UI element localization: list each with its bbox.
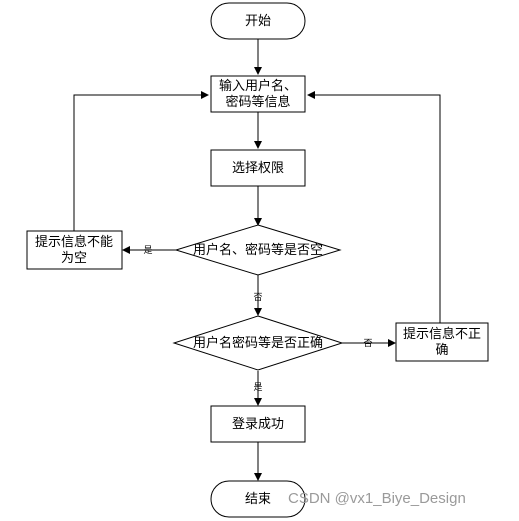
wrong-msg-label-line1: 提示信息不正 <box>403 326 481 342</box>
watermark: CSDN @vx1_Biye_Design <box>288 490 466 507</box>
input-label-line2: 密码等信息 <box>225 94 290 110</box>
end-label: 结束 <box>245 492 271 507</box>
success-box <box>210 405 306 443</box>
success-label: 登录成功 <box>232 417 284 432</box>
start-terminal <box>210 2 306 40</box>
empty-msg-box <box>26 230 123 270</box>
edge-label-correct-yes: 是 <box>253 382 262 393</box>
end-terminal <box>210 480 306 518</box>
start-label: 开始 <box>245 14 271 29</box>
check-correct-decision <box>172 315 344 371</box>
wrong-msg-box <box>395 322 489 362</box>
edge-label-correct-no: 否 <box>363 338 372 349</box>
select-label: 选择权限 <box>232 160 284 176</box>
edge-empty-msg-back <box>73 91 209 231</box>
edge-label-empty-no: 否 <box>253 292 262 303</box>
edge-label-empty-yes: 是 <box>143 245 152 256</box>
check-empty-label: 用户名、密码等是否空 <box>193 242 323 258</box>
check-correct-label: 用户名密码等是否正确 <box>193 335 323 351</box>
empty-msg-label-line1: 提示信息不能 <box>35 234 113 250</box>
input-box <box>210 75 306 113</box>
edge-wrong-msg-back <box>307 91 441 323</box>
input-label-line1: 输入用户名、 <box>219 78 297 94</box>
select-box <box>210 149 306 187</box>
check-empty-decision <box>174 224 342 276</box>
empty-msg-label-line2: 为空 <box>61 251 87 266</box>
wrong-msg-label-line2: 确 <box>435 343 448 358</box>
